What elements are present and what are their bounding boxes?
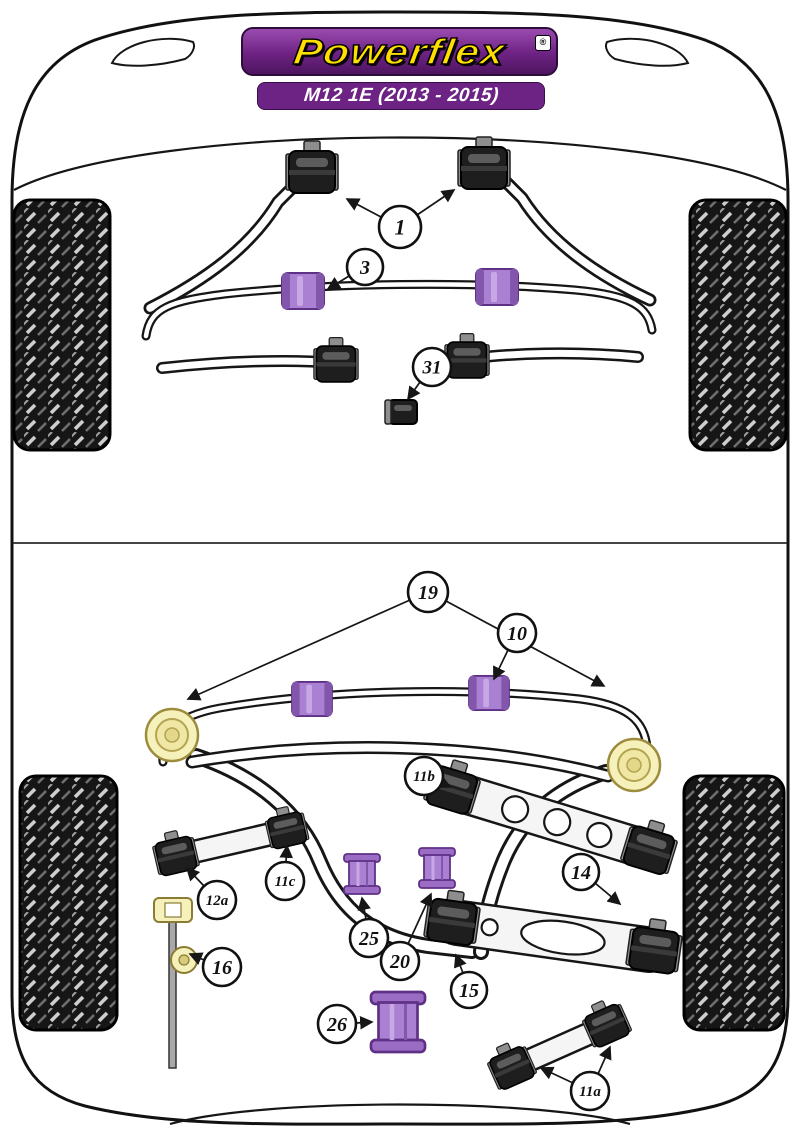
callout-circle-25 [348,917,390,959]
callout-arrow-11c [279,844,294,863]
callout-arrow-31 [407,381,421,401]
tire-rear-right [682,774,786,1032]
callout-number-15: 15 [459,980,479,1002]
callout-arrow-14 [594,882,622,906]
callout-circle-19 [406,570,450,614]
brand-logo-text: Powerflex [290,30,509,73]
callout-circle-11c [264,860,306,902]
tires [12,198,788,1032]
callout-circle-11a [569,1070,611,1112]
callout-11a: 11a [569,1070,611,1112]
rear-suspension [144,674,686,1093]
rear-arb-bushing-left [291,680,333,718]
front-arb-bushing-left [281,272,325,310]
callout-arrow-15 [453,953,467,974]
callout-number-10: 10 [507,623,527,645]
callout-number-14: 14 [571,862,591,884]
spring-seat-right [606,737,662,793]
subframe-mount-bushing-front [342,852,382,896]
rear-shock-absorber [153,897,198,1069]
subframe-mount-bushing-rear [417,846,457,890]
callout-number-1: 1 [395,214,406,239]
callout-circle-12a [196,879,238,921]
callout-number-11a: 11a [579,1084,601,1100]
rear-toe-link-left [149,802,311,878]
callout-arrow-11a [539,1066,574,1084]
callout-arrow-19 [186,599,411,701]
callout-12a: 12a [196,879,238,921]
callout-circle-20 [379,940,421,982]
callout-circle-26 [316,1003,358,1045]
callout-1: 1 [377,204,423,250]
callout-number-26: 26 [326,1014,347,1036]
callout-layer: 1 3 31 19 10 11b 11c 12a 14 25 20 16 15 26 11a [185,189,622,1112]
headlight-right [605,37,690,67]
callout-16: 16 [201,946,243,988]
callout-number-19: 19 [418,582,438,604]
callout-arrow-25 [357,896,371,920]
rear-tie-rod [482,993,634,1093]
callout-19: 19 [406,570,450,614]
front-suspension [141,136,657,425]
callout-11c: 11c [264,860,306,902]
callout-number-16: 16 [212,957,232,979]
small-mount-bushing-31 [384,399,418,425]
callout-circle-10 [496,612,538,654]
registered-trademark-icon: ® [535,35,551,51]
front-arb-bushing-right [475,268,519,306]
callout-arrow-1 [416,189,456,216]
callout-14: 14 [561,852,601,892]
callout-number-11b: 11b [413,769,435,785]
callout-number-11c: 11c [275,874,296,890]
callout-15: 15 [449,970,489,1010]
callout-25: 25 [348,917,390,959]
headlight-left [110,37,195,67]
callout-number-20: 20 [389,951,410,973]
rear-lower-control-arm [422,886,686,976]
callout-arrow-20 [407,892,433,945]
callout-11b: 11b [403,755,445,797]
callout-20: 20 [379,940,421,982]
callout-arrow-11a [597,1045,612,1075]
callout-circle-11b [403,755,445,797]
rear-bumper-line [169,1103,631,1126]
callout-3: 3 [345,247,385,287]
callout-circle-15 [449,970,489,1010]
callout-arrow-10 [493,649,509,681]
callout-arrow-16 [188,952,205,965]
callout-circle-14 [561,852,601,892]
callout-31: 31 [411,346,453,388]
callout-26: 26 [316,1003,358,1045]
model-title: M12 1E (2013 - 2015) [302,85,500,106]
callout-number-25: 25 [358,928,379,950]
callout-circle-31 [411,346,453,388]
cowl-line [13,136,787,191]
callout-circle-3 [345,247,385,287]
callout-arrow-1 [345,198,382,218]
callout-arrow-3 [326,275,350,290]
diff-mount-bushing-26 [371,992,425,1052]
brand-banner: Powerflex ® [241,27,558,76]
tire-front-left [12,198,112,452]
callout-arrow-12a [185,866,205,887]
callout-arrow-26 [355,1015,374,1030]
tire-rear-left [18,774,119,1032]
callout-number-3: 3 [359,257,370,279]
callout-circle-1 [377,204,423,250]
callout-arrow-11b [436,775,452,788]
callout-circle-16 [201,946,243,988]
model-banner: M12 1E (2013 - 2015) [257,82,545,110]
tire-front-right [688,198,788,452]
rear-arb-bushing-right [468,674,510,712]
callout-number-12a: 12a [206,893,229,909]
callout-10: 10 [496,612,538,654]
spring-seat-left [144,707,200,763]
callout-number-31: 31 [422,357,442,378]
